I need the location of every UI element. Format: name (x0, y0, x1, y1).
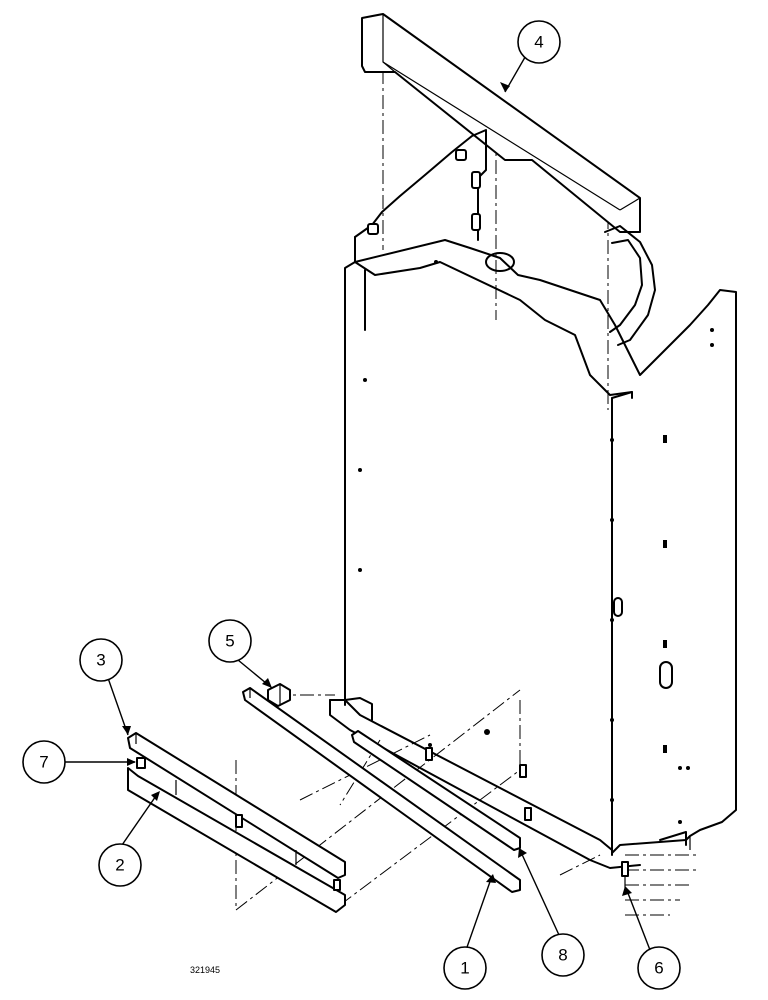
callout-leaders (64, 51, 651, 951)
shroud-assembly (329, 129, 737, 869)
lower-channel (127, 767, 346, 913)
callout-3: 3 (79, 638, 123, 682)
fastener-7 (136, 757, 146, 769)
long-seal-strip (242, 687, 521, 893)
callout-6-label: 6 (654, 959, 663, 978)
top-seal-bar (361, 13, 641, 233)
callout-8-label: 8 (558, 946, 567, 965)
seal-strip-upper (127, 732, 346, 879)
callout-4-label: 4 (534, 33, 543, 52)
callout-5-label: 5 (225, 632, 234, 651)
drawing-number: 321945 (190, 965, 220, 975)
callout-1-label: 1 (460, 959, 469, 978)
callout-3-label: 3 (96, 651, 105, 670)
callout-8: 8 (541, 933, 585, 977)
callout-5: 5 (208, 619, 252, 663)
callout-7-label: 7 (39, 753, 48, 772)
callout-6: 6 (637, 946, 681, 990)
thin-strip (351, 730, 521, 851)
bolt-6 (621, 861, 629, 888)
callout-2-label: 2 (115, 856, 124, 875)
callout-1: 1 (443, 946, 487, 990)
callout-7: 7 (22, 740, 66, 784)
callout-2: 2 (98, 843, 142, 887)
callout-4: 4 (517, 20, 561, 64)
